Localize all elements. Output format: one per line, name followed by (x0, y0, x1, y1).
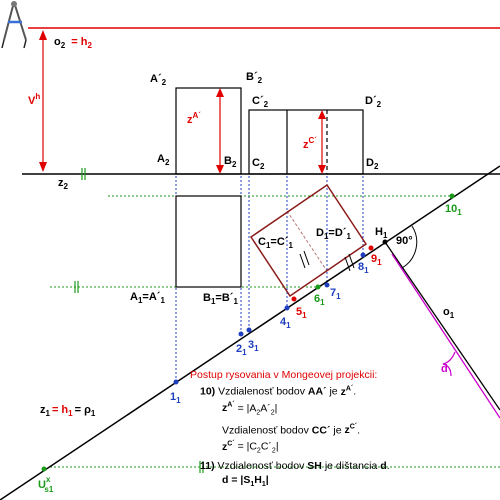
note-step-11: 11) Vzdialenosť bodov SH je dištancia d. (200, 460, 390, 473)
h1-label: H1 (375, 226, 388, 240)
d-label: d (441, 363, 448, 375)
za-label: zA´ (187, 111, 201, 126)
z1-h1-rho1-line (0, 165, 500, 500)
note-step-10: 10) Vzdialenosť bodov AA´ je zA´. (200, 385, 357, 398)
b2-label: B2 (224, 155, 237, 169)
b2p-label: B´2 (246, 71, 263, 85)
pt-8: 81 (358, 261, 369, 275)
d2p-label: D´2 (365, 95, 382, 109)
o2-label: o2 = h2 (54, 36, 92, 50)
a2p-label: A´2 (150, 73, 167, 87)
top-view-rotated-cd (249, 183, 368, 298)
pt-9: 91 (371, 253, 382, 267)
note-step-c: Vzdialenosť bodov CC´ je zC´. (222, 423, 361, 437)
o1-line (384, 241, 500, 411)
b1-label: B1=B´1 (203, 292, 238, 306)
c2-label: C2 (252, 157, 265, 171)
pt-5: 51 (296, 306, 307, 320)
ordinal-lines (175, 176, 364, 382)
o1-label: o1 (443, 306, 455, 320)
c1-label: C1=C´1 (258, 236, 293, 250)
note-step-11-eq: d = |S1H1| (222, 474, 269, 489)
pt-7: 71 (330, 287, 341, 301)
note-title: Postup rysovania v Mongeovej projekcii: (190, 369, 378, 381)
top-view-square-ab (175, 195, 242, 288)
compass-icon (1, 1, 27, 49)
note-step-10-eq: zA´ = |A2A´2| (222, 401, 278, 417)
c2p-label: C´2 (252, 95, 269, 109)
note-step-c-eq: zC´ = |C2C´2| (222, 440, 279, 455)
pt-10: 101 (445, 203, 462, 217)
pt-3: 31 (248, 339, 259, 353)
d-distance-line (391, 253, 500, 419)
angle-label: 90° (396, 235, 413, 247)
pt-6: 61 (314, 293, 325, 307)
front-view-square-ab (175, 87, 242, 175)
a2-label: A2 (157, 153, 170, 167)
z1-label: z1= h1= ρ1 (40, 404, 96, 418)
a1-label: A1=A´1 (130, 291, 165, 305)
points-on-z1 (41, 193, 455, 472)
front-view-rect-cd (248, 109, 364, 175)
pt-4: 41 (280, 316, 291, 330)
pt-1: 11 (170, 391, 181, 405)
d2-label: D2 (366, 157, 379, 171)
zc-label: zC´ (303, 136, 317, 151)
vh-label: Vh (28, 92, 40, 107)
pt-2: 21 (236, 343, 247, 357)
z2-label: z2 (58, 177, 69, 191)
procedure-note: Postup rysovania v Mongeovej projekcii: … (190, 368, 490, 493)
d1-label: D1=D´1 (316, 227, 351, 241)
